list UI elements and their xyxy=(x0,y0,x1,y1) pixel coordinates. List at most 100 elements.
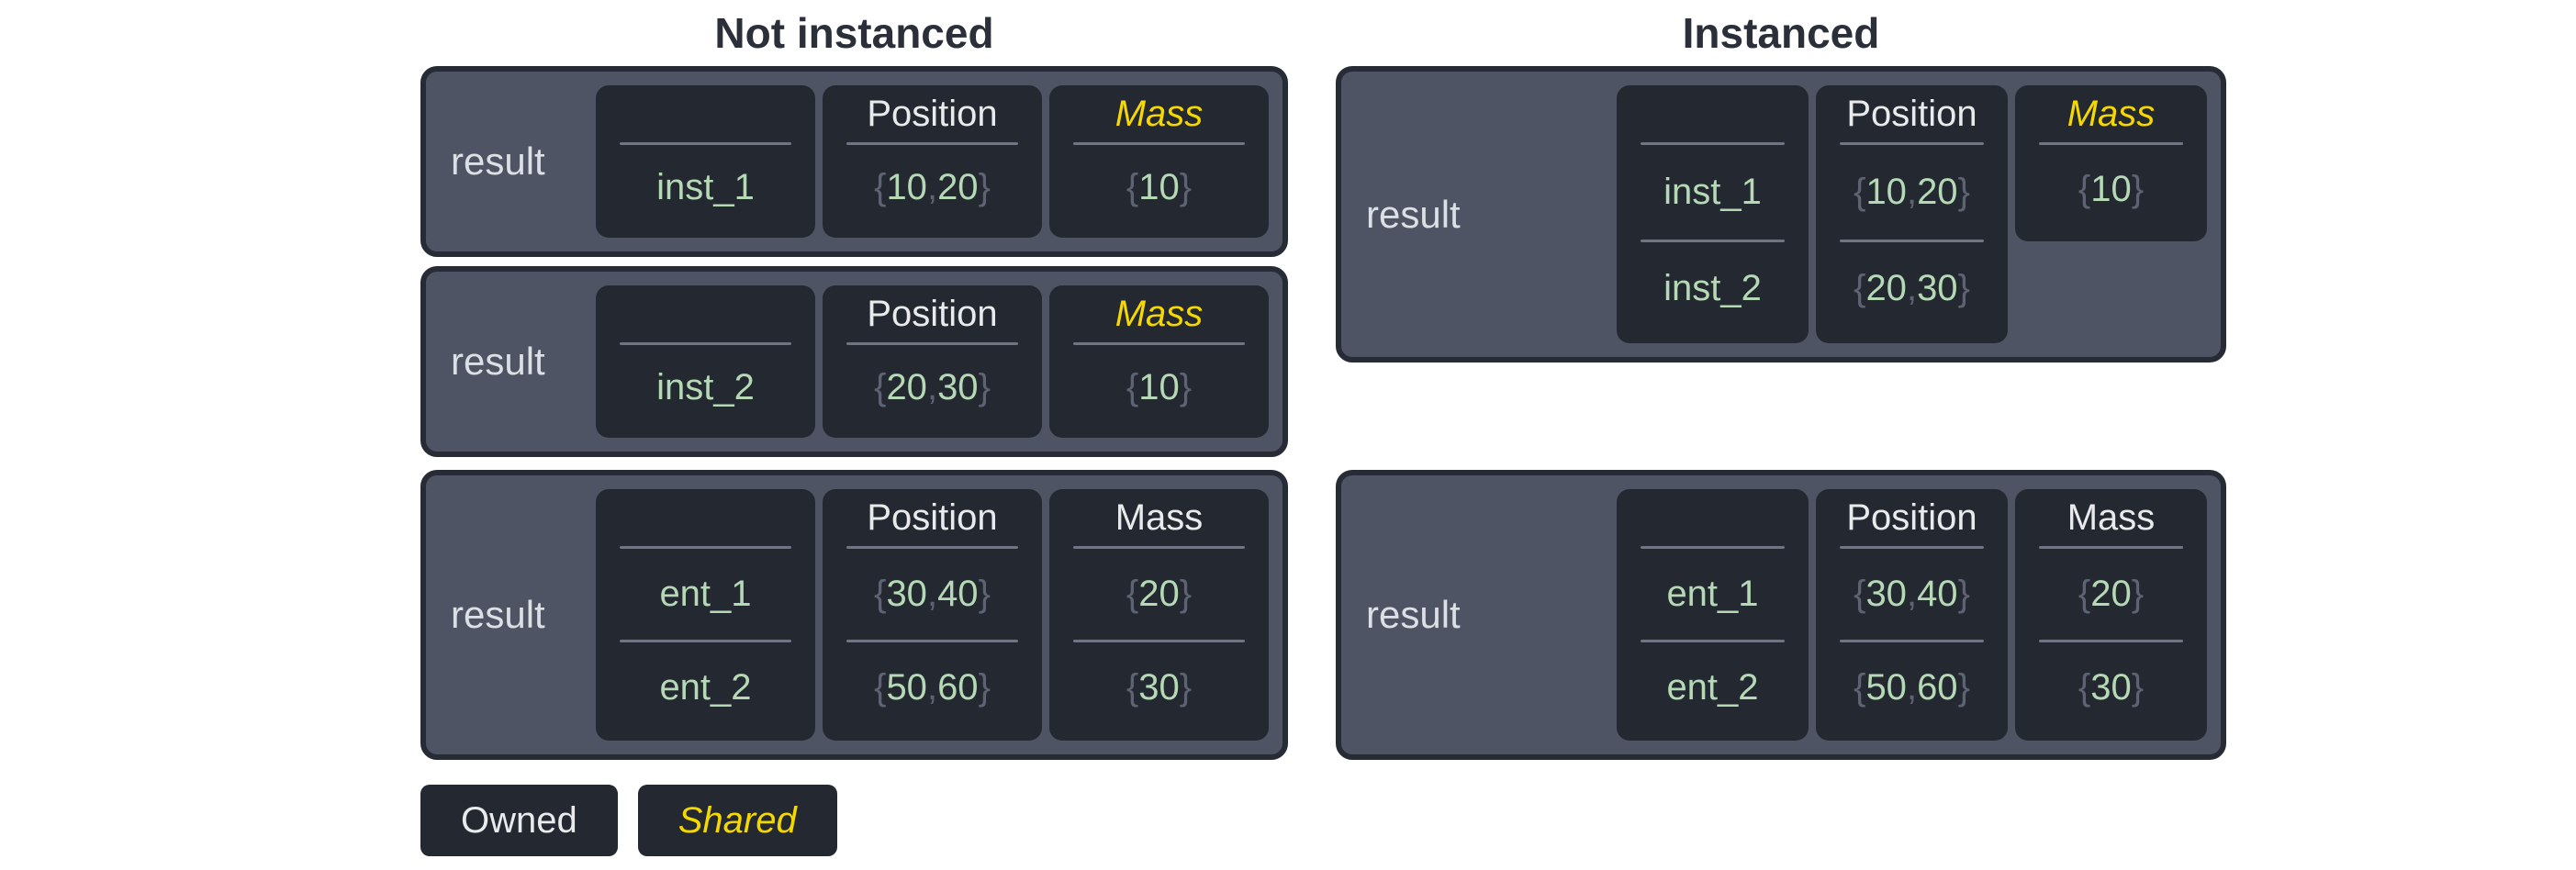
header-divider xyxy=(620,546,791,549)
separator: , xyxy=(1906,574,1918,614)
value-y: 60 xyxy=(937,667,979,708)
separator: , xyxy=(926,367,938,407)
mass-header-shared: Mass xyxy=(1114,293,1204,334)
mass-value-shared: {10} xyxy=(2039,145,2183,234)
mass-value: {30} xyxy=(2039,642,2183,733)
value: 30 xyxy=(1138,667,1180,708)
header-divider xyxy=(1073,546,1245,549)
header-divider xyxy=(846,546,1018,549)
brace-open: { xyxy=(874,574,887,614)
header-divider xyxy=(1840,546,1984,549)
brace-open: { xyxy=(2078,574,2091,614)
entity-column: ent_1 ent_2 xyxy=(1617,489,1809,741)
header-divider xyxy=(1840,142,1984,145)
mass-value: {20} xyxy=(1073,549,1245,640)
header-divider xyxy=(1641,142,1785,145)
position-header: Position xyxy=(1846,93,1977,134)
mass-header-shared: Mass xyxy=(2066,93,2156,134)
header-divider xyxy=(1073,142,1245,145)
mass-value: {30} xyxy=(1073,642,1245,733)
value: 20 xyxy=(1138,574,1180,614)
value-y: 30 xyxy=(1917,268,1958,309)
result-box-inst1: result inst_1 Position {10, 20} Mass {10… xyxy=(420,66,1288,257)
entity-column: ent_1 ent_2 xyxy=(596,489,815,741)
result-label: result xyxy=(451,139,545,183)
brace-open: { xyxy=(1854,268,1866,309)
brace-open: { xyxy=(1854,171,1866,212)
brace-close: } xyxy=(1179,167,1193,207)
mass-header-shared: Mass xyxy=(1114,93,1204,134)
separator: , xyxy=(1906,268,1918,309)
instanced-title: Instanced xyxy=(1682,9,1880,57)
value: 10 xyxy=(2090,169,2132,209)
entity-name: ent_2 xyxy=(1666,667,1759,708)
entity-name: inst_2 xyxy=(656,367,755,407)
header-divider xyxy=(620,142,791,145)
value-y: 20 xyxy=(937,167,979,207)
brace-close: } xyxy=(1957,574,1970,614)
mass-column-shared: Mass {10} xyxy=(2015,85,2207,241)
brace-close: } xyxy=(978,367,991,407)
header-divider xyxy=(2039,546,2183,549)
row-divider xyxy=(1641,640,1785,642)
value-y: 20 xyxy=(1917,171,1958,212)
value-y: 40 xyxy=(937,574,979,614)
value-x: 50 xyxy=(886,667,927,708)
brace-close: } xyxy=(1179,367,1193,407)
header-divider xyxy=(1073,342,1245,345)
entity-header xyxy=(1641,85,1785,142)
legend: Owned Shared xyxy=(420,785,1288,856)
header-divider xyxy=(846,142,1018,145)
result-label: result xyxy=(1366,593,1461,636)
brace-close: } xyxy=(1957,667,1970,708)
entity-name: ent_2 xyxy=(659,667,752,708)
not-instanced-column: Not instanced result inst_1 Position {10… xyxy=(420,0,1288,856)
position-value: {30, 40} xyxy=(846,549,1018,640)
entity-name: inst_2 xyxy=(1663,268,1762,309)
brace-open: { xyxy=(1126,574,1139,614)
position-column: Position {20, 30} xyxy=(823,285,1042,438)
row-divider xyxy=(2039,640,2183,642)
value: 10 xyxy=(1138,367,1180,407)
row-divider xyxy=(1840,640,1984,642)
position-value: {50, 60} xyxy=(1840,642,1984,733)
legend-owned: Owned xyxy=(420,785,618,856)
value: 20 xyxy=(2090,574,2132,614)
brace-close: } xyxy=(978,667,991,708)
brace-close: } xyxy=(978,167,991,207)
brace-close: } xyxy=(2131,169,2145,209)
row-divider xyxy=(846,640,1018,642)
value-x: 30 xyxy=(1865,574,1907,614)
brace-open: { xyxy=(1854,667,1866,708)
result-box-inst2: result inst_2 Position {20, 30} Mass {10… xyxy=(420,266,1288,457)
brace-close: } xyxy=(2131,667,2145,708)
value-x: 10 xyxy=(1865,171,1907,212)
result-label: result xyxy=(451,340,545,383)
mass-column: Mass {20} {30} xyxy=(2015,489,2207,741)
value-y: 60 xyxy=(1917,667,1958,708)
mass-value: {20} xyxy=(2039,549,2183,640)
result-box-entities-instanced: result ent_1 ent_2 Position {30, 40} {50… xyxy=(1336,470,2226,760)
cells: inst_1 inst_2 Position {10, 20} {20, 30}… xyxy=(1617,85,2207,343)
brace-close: } xyxy=(1957,171,1970,212)
separator: , xyxy=(926,167,938,207)
brace-close: } xyxy=(1179,667,1193,708)
result-label: result xyxy=(1366,192,1461,236)
mass-column: Mass {10} xyxy=(1049,285,1269,438)
brace-close: } xyxy=(2131,574,2145,614)
brace-close: } xyxy=(1957,268,1970,309)
position-header: Position xyxy=(867,93,998,134)
position-header: Position xyxy=(867,293,998,334)
mass-header-owned: Mass xyxy=(2066,496,2156,538)
position-value: {10, 20} xyxy=(1840,145,1984,240)
brace-open: { xyxy=(1126,667,1139,708)
mass-value: {10} xyxy=(1073,145,1245,230)
brace-open: { xyxy=(874,667,887,708)
result-box-entities: result ent_1 ent_2 Position {30, 40} {50… xyxy=(420,470,1288,760)
brace-open: { xyxy=(874,367,887,407)
value-y: 30 xyxy=(937,367,979,407)
header-divider xyxy=(2039,142,2183,145)
row-divider xyxy=(1641,239,1785,242)
mass-value: {10} xyxy=(1073,345,1245,430)
separator: , xyxy=(926,667,938,708)
